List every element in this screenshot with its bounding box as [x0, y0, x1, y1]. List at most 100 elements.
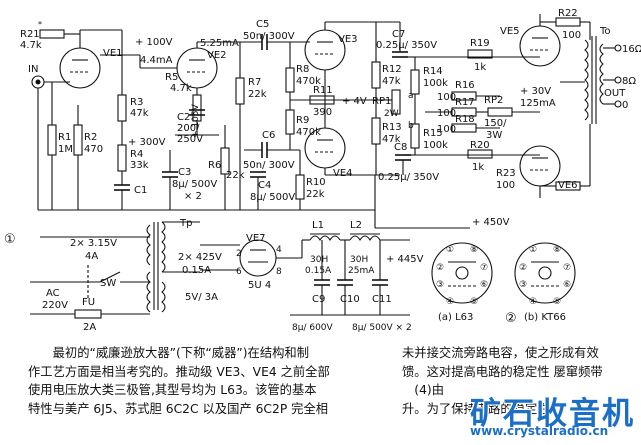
pin-2: 2 [236, 249, 242, 259]
out-tap-8: 8Ω [622, 76, 636, 87]
c6-value: 50n/ 300V [243, 160, 295, 171]
ac-voltage: 220V [42, 300, 68, 311]
pin-8: 8 [276, 267, 282, 277]
supply-300v: + 300V [128, 137, 166, 148]
r6-label: R6 [208, 160, 221, 171]
r11-label: R11 [313, 85, 333, 96]
socket-b-pin-1: ① [529, 245, 537, 255]
socket-b-pin-3: ③ [519, 280, 527, 290]
out-tap-0: 0 [622, 100, 628, 111]
current-525: 5.25mA [200, 38, 239, 49]
r8-value: 470k [296, 76, 321, 87]
circled-two: ② [505, 311, 517, 326]
l2-value-1: 30H [350, 255, 368, 265]
supply-445v: + 445V [386, 254, 424, 265]
ht-voltage: 2× 425V [178, 252, 222, 263]
r14-value: 100k [423, 78, 448, 89]
article-body: 最初的“威廉逊放大器”(下称“威器”)在结构和制 作工艺方面是相当考究的。推动级… [0, 336, 641, 445]
tube-rect-label: 5U 4 [248, 280, 271, 291]
r2-label: R2 [84, 132, 97, 143]
socket-b-pin-4: ④ [529, 297, 537, 307]
r2-value: 470 [84, 144, 103, 155]
article-line: 特性与美产 6J5、苏式胆 6C2C 以及国产 6C2P 完全相 [28, 401, 329, 416]
r4-value: 33k [130, 160, 149, 171]
c8-label: C8 [394, 142, 407, 153]
socket-a-caption: (a) L63 [438, 312, 473, 323]
rp1-value: 2W [384, 109, 399, 119]
schematic-diagram: IN * R21 4.7k VE1 + 100V 4.4mA R1 1M R2 … [4, 8, 641, 333]
socket-a-pin-6: ⑥ [480, 280, 488, 290]
article-right-column: 未并接交流旁路电容，使之形成有效 馈。这对提高电路的稳定性 屡窜频带 (4)由 … [402, 344, 641, 418]
circled-one: ① [4, 232, 16, 247]
tube-ve5 [519, 25, 561, 67]
article-line: 作工艺方面是相当考究的。推动级 VE3、VE4 之前全部 [28, 364, 330, 379]
r23-label: R23 [496, 168, 516, 179]
r10-value: 22k [306, 189, 325, 200]
socket-a-pin-5: ⑤ [470, 297, 478, 307]
input-label: IN [28, 64, 38, 75]
r14-label: R14 [423, 66, 443, 77]
article-line: 最初的“威廉逊放大器”(下称“威器”)在结构和制 [52, 346, 310, 360]
r3-label: R3 [130, 97, 143, 108]
socket-pin-labels: ① ② ③ ④ ⑤ ⑥ ⑦ ⑧ ① ② ③ ④ ⑤ ⑥ ⑦ ⑧ [436, 245, 571, 307]
current-125: 125mA [520, 98, 556, 109]
r10-label: R10 [306, 177, 326, 188]
tube-ve4-label: VE4 [333, 168, 353, 179]
socket-a-pin-8: ⑧ [470, 245, 478, 255]
supply-30v: + 30V [520, 86, 551, 97]
rp1-label: RP1 [372, 96, 391, 107]
r18-label: R18 [455, 114, 475, 125]
c8-value: 0.25μ/ 350V [378, 172, 439, 183]
supply-100v: + 100V [135, 37, 173, 48]
socket-a-pin-2: ② [436, 263, 444, 273]
r3-value: 47k [130, 108, 149, 119]
r4-label: R4 [130, 149, 143, 160]
switch-label: SW [100, 278, 116, 289]
rp2-value-1: 150/ [484, 118, 507, 129]
c3-value: 8μ/ 500V [172, 179, 217, 190]
article-line: 馈。这对提高电路的稳定性 屡窜频带 [402, 364, 603, 379]
c11-label: C11 [372, 294, 392, 305]
r6-value: 22k [226, 170, 245, 181]
ac-label: AC [46, 288, 60, 299]
c6-label: C6 [262, 130, 275, 141]
r9-value: 470k [296, 127, 321, 138]
r12-value: 47k [382, 76, 401, 87]
fuse-label: FU [82, 297, 95, 308]
r16-value: 100 [437, 92, 456, 103]
watermark-logo: 矿石收音机 [470, 396, 635, 432]
article-left-column: 最初的“威廉逊放大器”(下称“威器”)在结构和制 作工艺方面是相当考究的。推动级… [28, 344, 393, 418]
tube-ve1-label: VE1 [103, 48, 123, 59]
out-tap-16: 16Ω [622, 44, 641, 55]
pin-6: 6 [236, 267, 242, 277]
socket-a-pin-1: ① [446, 245, 454, 255]
c7-label: C7 [392, 29, 405, 40]
socket-b-pin-8: ⑧ [553, 245, 561, 255]
tube-ve6-label: VE6 [558, 180, 578, 191]
r15-value: 100k [423, 140, 448, 151]
c3-label: C3 [178, 167, 191, 178]
c3-count: × 2 [184, 191, 202, 202]
r21-star: * [38, 20, 42, 29]
c10-label: C10 [340, 294, 360, 305]
r1-label: R1 [58, 132, 71, 143]
tube-ve2-label: VE2 [207, 50, 227, 61]
c11-value: 8μ/ 500V × 2 [352, 323, 412, 333]
l1-label: L1 [312, 220, 324, 231]
r22-label: R22 [558, 8, 578, 19]
r13-label: R13 [382, 122, 402, 133]
r13-value: 47k [382, 134, 401, 145]
c4-label: C4 [258, 180, 271, 191]
r18-value: 100 [437, 124, 456, 135]
r20-value: 1k [472, 162, 484, 173]
c5-label: C5 [256, 19, 269, 30]
r8-label: R8 [296, 64, 309, 75]
tap-a: a [408, 91, 414, 101]
socket-a-pin-7: ⑦ [480, 263, 488, 273]
tube-ve5-label: VE5 [500, 26, 520, 37]
tube-ve7-label: VE7 [246, 233, 266, 244]
filament-voltage: 2× 3.15V [70, 238, 117, 249]
r21-label: R21 [20, 29, 40, 40]
supply-105v: + 105V [191, 103, 201, 138]
socket-b-pin-2: ② [519, 263, 527, 273]
